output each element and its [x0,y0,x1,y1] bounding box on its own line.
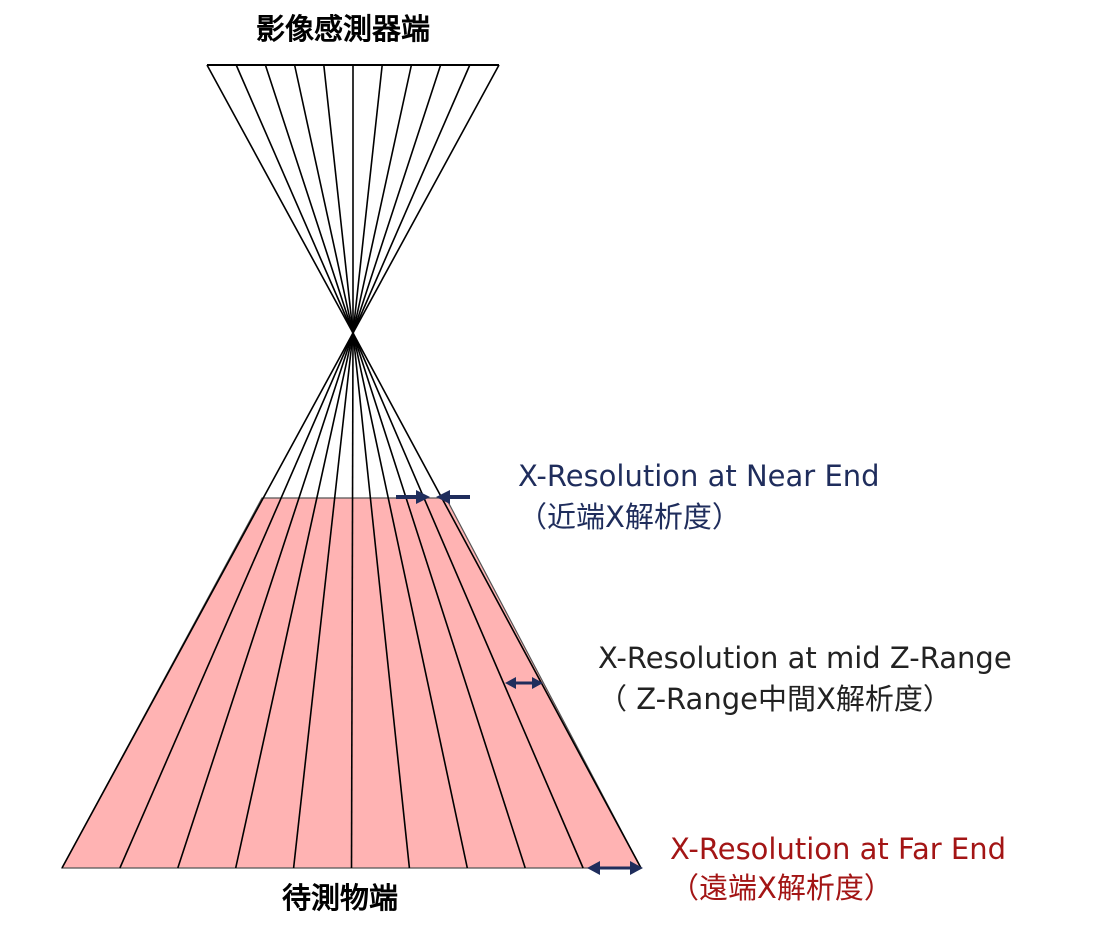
ray-lower [352,332,411,869]
ray-lower [61,332,354,869]
ray-lower [352,332,584,869]
mid-resolution-label: X-Resolution at mid Z-Range [598,641,1012,675]
ray-upper [264,64,354,334]
ray-upper [206,64,354,334]
mid-resolution-sublabel: （ Z-Range中間X解析度） [598,682,952,716]
ray-lower [352,332,526,869]
near-resolution-arrow [396,490,470,504]
far-resolution-sublabel: （遠端X解析度） [670,871,893,905]
ray-upper [352,64,500,334]
sensor-end-label: 影像感測器端 [256,12,431,46]
mid-resolution-arrow [505,677,543,689]
ray-lower [352,332,469,869]
ray-lower [119,332,354,869]
ray-upper [352,64,383,334]
ray-upper [293,64,354,334]
ray-upper [323,64,354,334]
ray-lower [177,332,354,869]
ray-lower [292,332,354,869]
ray-upper [352,64,413,334]
ray-lines [61,64,642,869]
ray-lower [350,332,354,869]
ray-lower [352,332,642,869]
far-resolution-arrow [587,861,643,875]
ray-upper [235,64,354,334]
ray-upper [352,64,442,334]
ray-upper [352,64,471,334]
ray-lower [234,332,354,869]
near-resolution-label: X-Resolution at Near End [518,459,880,493]
near-resolution-sublabel: （近端X解析度） [518,500,741,534]
far-resolution-label: X-Resolution at Far End [670,832,1007,866]
object-end-label: 待測物端 [282,881,399,915]
